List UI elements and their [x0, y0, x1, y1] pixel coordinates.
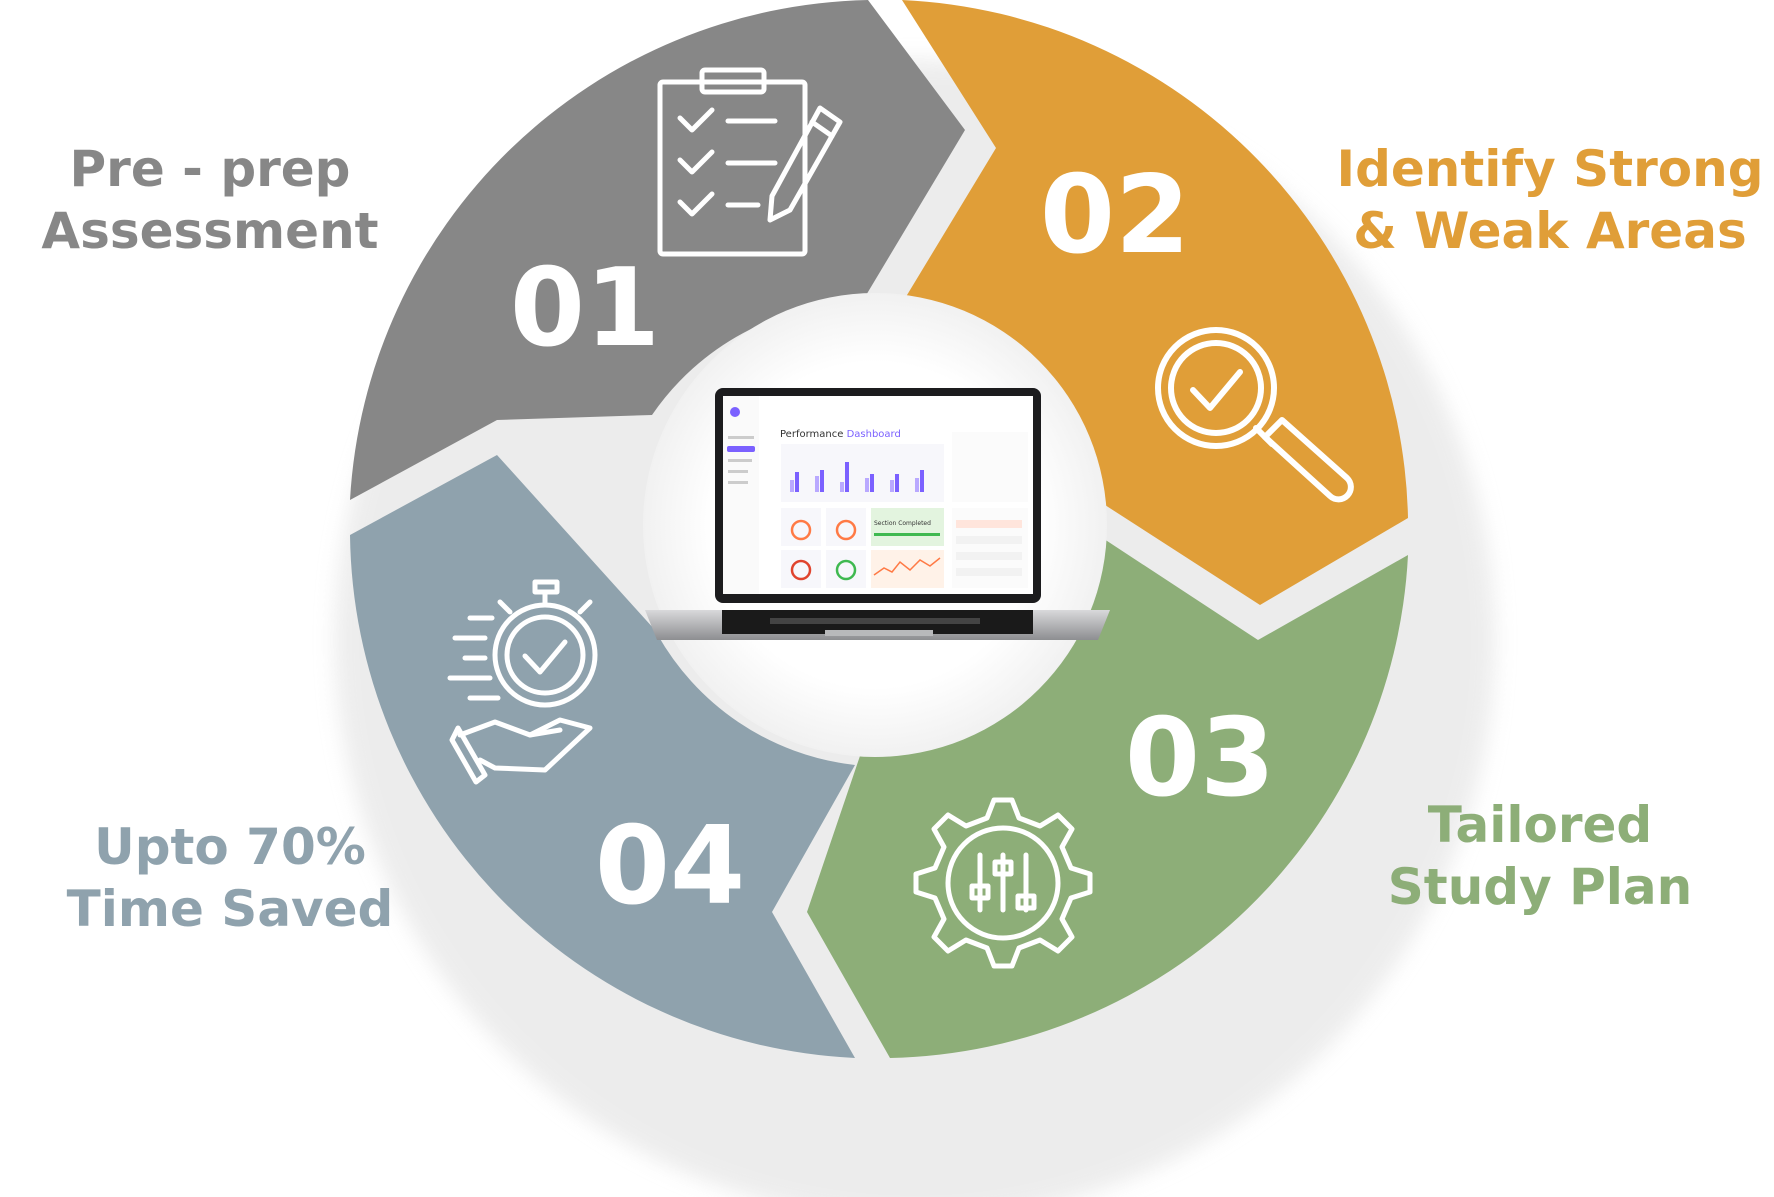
step-label-01-line-1: Pre - prep	[69, 140, 351, 198]
step-label-02-line-2: & Weak Areas	[1353, 202, 1747, 260]
section-completed-label: Section Completed	[874, 520, 931, 527]
step-label-04-line-1: Upto 70%	[94, 818, 366, 876]
app-logo-icon	[730, 407, 740, 417]
step-label-02-line-1: Identify Strong	[1336, 140, 1764, 198]
step-number-02: 02	[1040, 153, 1190, 278]
gear-sliders-icon	[913, 797, 1093, 969]
step-label-02: Identify Strong & Weak Areas	[1330, 138, 1770, 262]
step-label-01-line-2: Assessment	[41, 202, 379, 260]
step-label-04: Upto 70% Time Saved	[40, 816, 420, 940]
step-label-03: Tailored Study Plan	[1330, 794, 1750, 918]
clipboard-checklist-icon	[657, 67, 843, 257]
hand-stopwatch-icon	[447, 579, 598, 785]
step-label-01: Pre - prep Assessment	[20, 138, 400, 262]
dashboard-title: Performance Dashboard	[780, 429, 901, 440]
step-number-04: 04	[595, 804, 745, 929]
step-number-01: 01	[510, 246, 660, 371]
segment-03	[807, 535, 1408, 1058]
laptop: Performance Dashboard Section Completed	[645, 388, 1110, 640]
magnifier-check-icon	[1155, 327, 1354, 503]
step-label-04-line-2: Time Saved	[66, 880, 394, 938]
step-label-03-line-1: Tailored	[1427, 796, 1653, 854]
segment-04	[350, 455, 855, 1058]
step-label-03-line-2: Study Plan	[1387, 858, 1693, 916]
step-number-03: 03	[1125, 696, 1275, 821]
